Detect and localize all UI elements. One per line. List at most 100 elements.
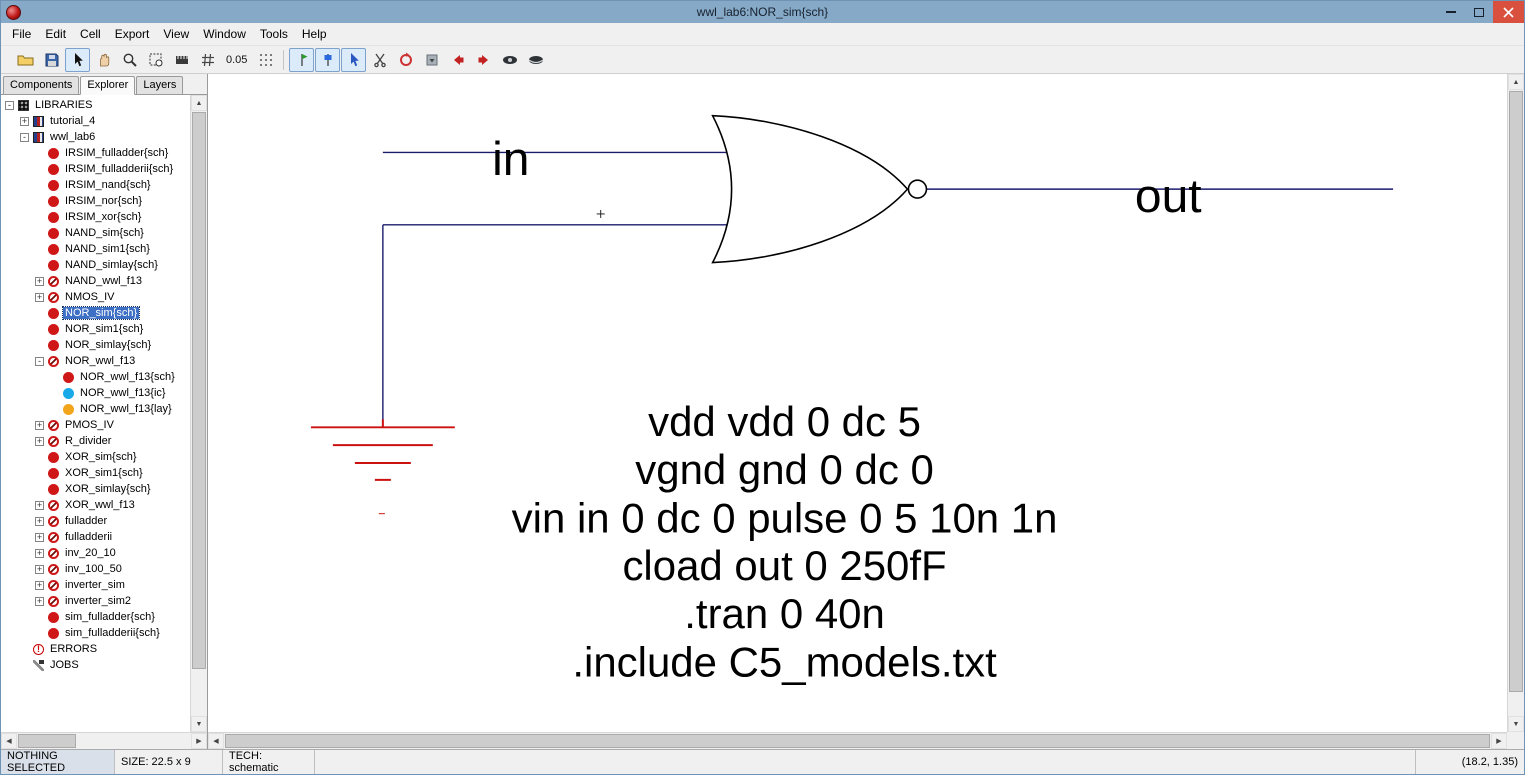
tree-item[interactable]: JOBS xyxy=(1,657,190,673)
menu-window[interactable]: Window xyxy=(203,27,246,41)
tree-item[interactable]: -NOR_wwl_f13 xyxy=(1,353,190,369)
maximize-button[interactable] xyxy=(1465,1,1493,23)
tree-item[interactable]: NOR_wwl_f13{ic} xyxy=(1,385,190,401)
spice-line[interactable]: vdd vdd 0 dc 5 xyxy=(648,398,921,445)
canvas-horizontal-scrollbar[interactable]: ◀ ▶ xyxy=(208,732,1507,749)
schematic-wires[interactable] xyxy=(382,151,1394,421)
net-label-out[interactable]: out xyxy=(1135,170,1202,223)
redo-icon[interactable] xyxy=(471,48,496,72)
tree-item[interactable]: XOR_simlay{sch} xyxy=(1,481,190,497)
tree-item[interactable]: +NMOS_IV xyxy=(1,289,190,305)
tree-item[interactable]: IRSIM_nand{sch} xyxy=(1,177,190,193)
scroll-up-icon[interactable]: ▲ xyxy=(1508,74,1524,90)
tree-item[interactable]: NOR_wwl_f13{lay} xyxy=(1,401,190,417)
tree-item[interactable]: IRSIM_fulladder{sch} xyxy=(1,145,190,161)
tree-horizontal-scrollbar[interactable]: ◀ ▶ xyxy=(1,732,207,749)
menu-tools[interactable]: Tools xyxy=(259,27,288,41)
tree-expander-icon[interactable]: - xyxy=(35,356,44,366)
spice-line[interactable]: vgnd gnd 0 dc 0 xyxy=(635,446,934,493)
tree-item[interactable]: +NAND_wwl_f13 xyxy=(1,273,190,289)
tree-item[interactable]: NOR_wwl_f13{sch} xyxy=(1,369,190,385)
tree-item[interactable]: +tutorial_4 xyxy=(1,113,190,129)
tree-item[interactable]: ERRORS xyxy=(1,641,190,657)
menu-file[interactable]: File xyxy=(12,27,32,41)
tree-vertical-scrollbar[interactable]: ▲ ▼ xyxy=(190,95,207,732)
tree-item[interactable]: +fulladder xyxy=(1,513,190,529)
spice-line[interactable]: .include C5_models.txt xyxy=(572,639,997,686)
minimize-button[interactable] xyxy=(1437,1,1465,23)
alignment-grid-icon[interactable] xyxy=(253,48,278,72)
net-label-in[interactable]: in xyxy=(492,133,529,186)
peek-closed-icon[interactable] xyxy=(523,48,548,72)
canvas-vscroll-thumb[interactable] xyxy=(1509,91,1523,692)
tree-expander-icon[interactable]: + xyxy=(35,547,44,558)
tree-scroll-thumb[interactable] xyxy=(192,112,206,669)
collapse-cell-icon[interactable] xyxy=(419,48,444,72)
pan-mode-icon[interactable] xyxy=(91,48,116,72)
measure-mode-icon[interactable] xyxy=(169,48,194,72)
tree-item[interactable]: +inv_20_10 xyxy=(1,545,190,561)
tree-item[interactable]: IRSIM_fulladderii{sch} xyxy=(1,161,190,177)
zoom-mode-icon[interactable] xyxy=(117,48,142,72)
close-button[interactable] xyxy=(1493,1,1524,23)
tree-expander-icon[interactable]: + xyxy=(35,419,44,430)
tree-item[interactable]: XOR_sim1{sch} xyxy=(1,465,190,481)
tree-expander-icon[interactable]: + xyxy=(35,499,44,510)
alignment-value[interactable]: 0.05 xyxy=(226,53,248,66)
tree-item[interactable]: +PMOS_IV xyxy=(1,417,190,433)
scroll-right-icon[interactable]: ▶ xyxy=(1491,733,1507,749)
scroll-right-icon[interactable]: ▶ xyxy=(191,733,207,749)
tree-item[interactable]: +R_divider xyxy=(1,433,190,449)
menu-cell[interactable]: Cell xyxy=(80,27,101,41)
tab-components[interactable]: Components xyxy=(3,76,80,94)
tree-item[interactable]: +XOR_wwl_f13 xyxy=(1,497,190,513)
tree-item[interactable]: -LIBRARIES xyxy=(1,97,190,113)
tree-expander-icon[interactable]: + xyxy=(35,275,44,286)
tree-expander-icon[interactable]: + xyxy=(35,435,44,446)
titlebar[interactable]: wwl_lab6:NOR_sim{sch} xyxy=(1,1,1524,23)
menu-view[interactable]: View xyxy=(163,27,190,41)
tab-explorer[interactable]: Explorer xyxy=(80,76,136,95)
tree-expander-icon[interactable]: + xyxy=(35,595,44,606)
scroll-down-icon[interactable]: ▼ xyxy=(1508,716,1524,732)
tree-item[interactable]: +inverter_sim xyxy=(1,577,190,593)
tree-expander-icon[interactable]: + xyxy=(35,515,44,526)
ground-symbol[interactable] xyxy=(310,419,455,515)
nor-gate-symbol[interactable] xyxy=(711,114,928,264)
menu-edit[interactable]: Edit xyxy=(45,27,67,41)
grid-toggle-icon[interactable] xyxy=(195,48,220,72)
pin-toggle-body-icon[interactable] xyxy=(315,47,341,72)
tree-item[interactable]: +inverter_sim2 xyxy=(1,593,190,609)
tree-item[interactable]: NAND_sim{sch} xyxy=(1,225,190,241)
pin-toggle-export-icon[interactable] xyxy=(289,47,315,72)
canvas-hscroll-thumb[interactable] xyxy=(225,734,1490,748)
scroll-left-icon[interactable]: ◀ xyxy=(1,733,17,749)
tree-expander-icon[interactable]: + xyxy=(35,579,44,590)
scroll-down-icon[interactable]: ▼ xyxy=(191,716,207,732)
tree-expander-icon[interactable]: - xyxy=(20,132,29,142)
tree-item[interactable]: +fulladderii xyxy=(1,529,190,545)
tree-item[interactable]: NOR_sim{sch} xyxy=(1,305,190,321)
tree-expander-icon[interactable]: + xyxy=(35,563,44,574)
tree-item[interactable]: NOR_sim1{sch} xyxy=(1,321,190,337)
tree-item[interactable]: NOR_simlay{sch} xyxy=(1,337,190,353)
scroll-up-icon[interactable]: ▲ xyxy=(191,95,207,111)
spice-line[interactable]: vin in 0 dc 0 pulse 0 5 10n 1n xyxy=(512,495,1058,542)
tree-item[interactable]: sim_fulladder{sch} xyxy=(1,609,190,625)
tree-item[interactable]: IRSIM_nor{sch} xyxy=(1,193,190,209)
tree-item[interactable]: IRSIM_xor{sch} xyxy=(1,209,190,225)
tree-expander-icon[interactable]: + xyxy=(35,531,44,542)
spice-deck-text[interactable]: vdd vdd 0 dc 5 vgnd gnd 0 dc 0 vin in 0 … xyxy=(512,398,1058,685)
undo-icon[interactable] xyxy=(445,48,470,72)
menu-help[interactable]: Help xyxy=(301,27,327,41)
outline-zoom-icon[interactable] xyxy=(143,48,168,72)
cut-icon[interactable] xyxy=(367,48,392,72)
tree-hscroll-thumb[interactable] xyxy=(18,734,76,748)
spice-line[interactable]: cload out 0 250fF xyxy=(622,542,946,589)
expand-cell-icon[interactable] xyxy=(393,48,418,72)
peek-open-icon[interactable] xyxy=(497,48,522,72)
tree-item[interactable]: XOR_sim{sch} xyxy=(1,449,190,465)
tree-expander-icon[interactable]: + xyxy=(35,291,44,302)
tree-item[interactable]: sim_fulladderii{sch} xyxy=(1,625,190,641)
tree-item[interactable]: +inv_100_50 xyxy=(1,561,190,577)
